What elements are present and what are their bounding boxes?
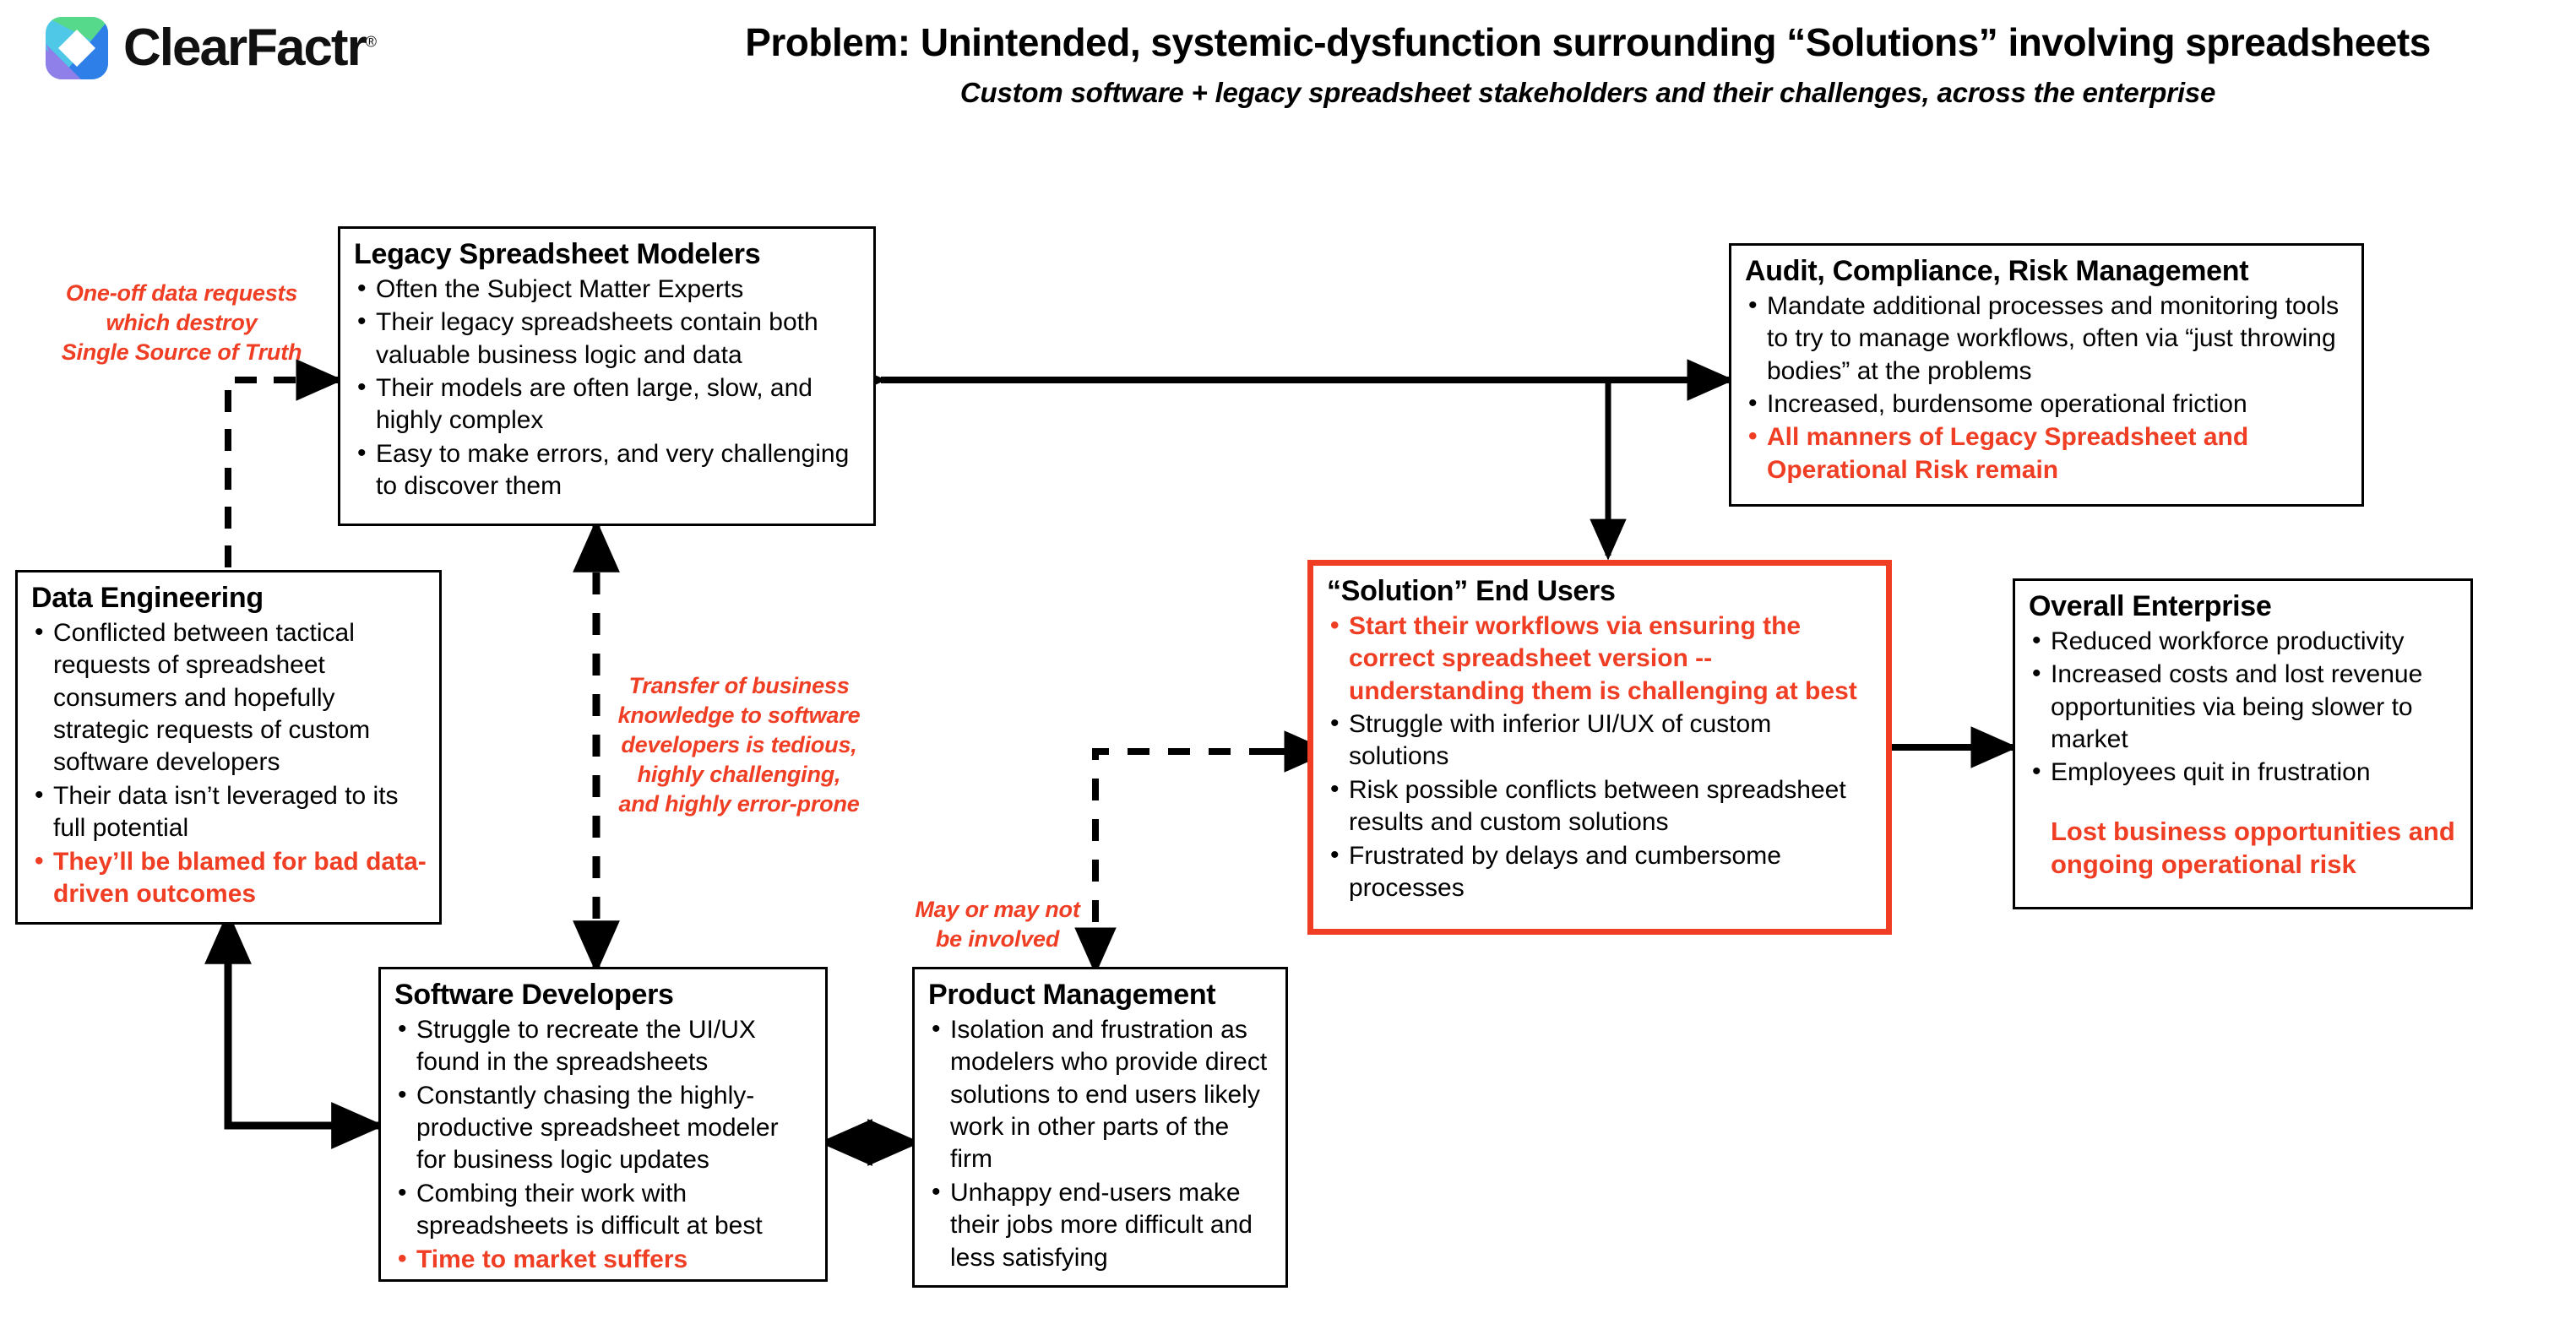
- bullet-list: Isolation and frustration as modelers wh…: [928, 1013, 1274, 1274]
- box-title: “Solution” End Users: [1327, 575, 1616, 607]
- bullet-item: Increased, burdensome operational fricti…: [1745, 388, 2350, 421]
- bullet-item: Their models are often large, slow, and …: [354, 372, 861, 437]
- bullet-list: Conflicted between tactical requests of …: [31, 616, 427, 911]
- bullet-list: Start their workflows via ensuring the c…: [1327, 610, 1874, 905]
- brand-name: ClearFactr: [123, 19, 367, 77]
- bullet-list: Reduced workforce productivity Increased…: [2029, 625, 2459, 790]
- box-title: Product Management: [928, 979, 1216, 1011]
- box-title: Overall Enterprise: [2029, 590, 2272, 622]
- bullet-list: Mandate additional processes and monitor…: [1745, 290, 2350, 486]
- bullet-item: Constantly chasing the highly-productive…: [394, 1079, 813, 1177]
- connector-product-management-to-solution-end-users: [1074, 730, 1332, 975]
- brand-wordmark: ClearFactr®: [123, 19, 377, 77]
- bullet-item: Unhappy end-users make their jobs more d…: [928, 1176, 1274, 1274]
- bullet-list: Struggle to recreate the UI/UX found in …: [394, 1013, 813, 1276]
- box-title: Software Developers: [394, 979, 674, 1011]
- title-block: Problem: Unintended, systemic-dysfunctio…: [642, 20, 2534, 109]
- bullet-item: Frustrated by delays and cumbersome proc…: [1327, 839, 1874, 905]
- trademark-symbol: ®: [365, 33, 377, 51]
- logo-svg: [46, 17, 108, 79]
- brand-logo: ClearFactr®: [44, 15, 377, 81]
- page-subtitle: Custom software + legacy spreadsheet sta…: [959, 76, 2216, 108]
- bullet-list: Often the Subject Matter Experts Their l…: [354, 273, 861, 503]
- bullet-item: Struggle to recreate the UI/UX found in …: [394, 1013, 813, 1079]
- bullet-item: Reduced workforce productivity: [2029, 625, 2459, 658]
- bullet-item: Risk possible conflicts between spreadsh…: [1327, 773, 1874, 839]
- bullet-item: Often the Subject Matter Experts: [354, 273, 861, 306]
- box-product-management[interactable]: Product Management Isolation and frustra…: [912, 967, 1288, 1288]
- box-title: Legacy Spreadsheet Modelers: [354, 238, 761, 270]
- bullet-item: Combing their work with spreadsheets is …: [394, 1177, 813, 1243]
- bullet-item: Conflicted between tactical requests of …: [31, 616, 427, 779]
- box-title: Data Engineering: [31, 582, 264, 614]
- bullet-item: Easy to make errors, and very challengin…: [354, 437, 861, 503]
- clearfactr-diamond-logo-icon: [44, 15, 110, 81]
- box-audit-compliance-risk-management[interactable]: Audit, Compliance, Risk Management Manda…: [1729, 243, 2364, 507]
- bullet-item: Mandate additional processes and monitor…: [1745, 290, 2350, 388]
- box-title: Audit, Compliance, Risk Management: [1745, 255, 2249, 287]
- bullet-item-highlight: Time to market suffers: [394, 1243, 813, 1276]
- connector-data-engineering-to-legacy-modelers: [225, 359, 344, 567]
- box-software-developers[interactable]: Software Developers Struggle to recreate…: [378, 967, 828, 1282]
- bullet-item: Struggle with inferior UI/UX of custom s…: [1327, 708, 1874, 773]
- box-tagline: Lost business opportunities and ongoing …: [2051, 816, 2455, 880]
- bullet-item: Their legacy spreadsheets contain both v…: [354, 306, 861, 372]
- bullet-item: Increased costs and lost revenue opportu…: [2029, 658, 2459, 756]
- page-title: Problem: Unintended, systemic-dysfunctio…: [745, 20, 2431, 64]
- bullet-item-highlight: Start their workflows via ensuring the c…: [1327, 610, 1874, 708]
- bullet-item-highlight: They’ll be blamed for bad data-driven ou…: [31, 845, 427, 911]
- bullet-item: Employees quit in frustration: [2029, 756, 2459, 789]
- box-overall-enterprise[interactable]: Overall Enterprise Reduced workforce pro…: [2013, 578, 2473, 909]
- box-legacy-spreadsheet-modelers[interactable]: Legacy Spreadsheet Modelers Often the Su…: [338, 226, 876, 526]
- bullet-item: Their data isn’t leveraged to its full p…: [31, 779, 427, 845]
- bullet-item: Isolation and frustration as modelers wh…: [928, 1013, 1274, 1176]
- connector-data-engineering-to-software-developers: [204, 910, 385, 1149]
- box-data-engineering[interactable]: Data Engineering Conflicted between tact…: [15, 570, 442, 925]
- bullet-item-highlight: All manners of Legacy Spreadsheet and Op…: [1745, 421, 2350, 486]
- box-solution-end-users[interactable]: “Solution” End Users Start their workflo…: [1307, 560, 1892, 935]
